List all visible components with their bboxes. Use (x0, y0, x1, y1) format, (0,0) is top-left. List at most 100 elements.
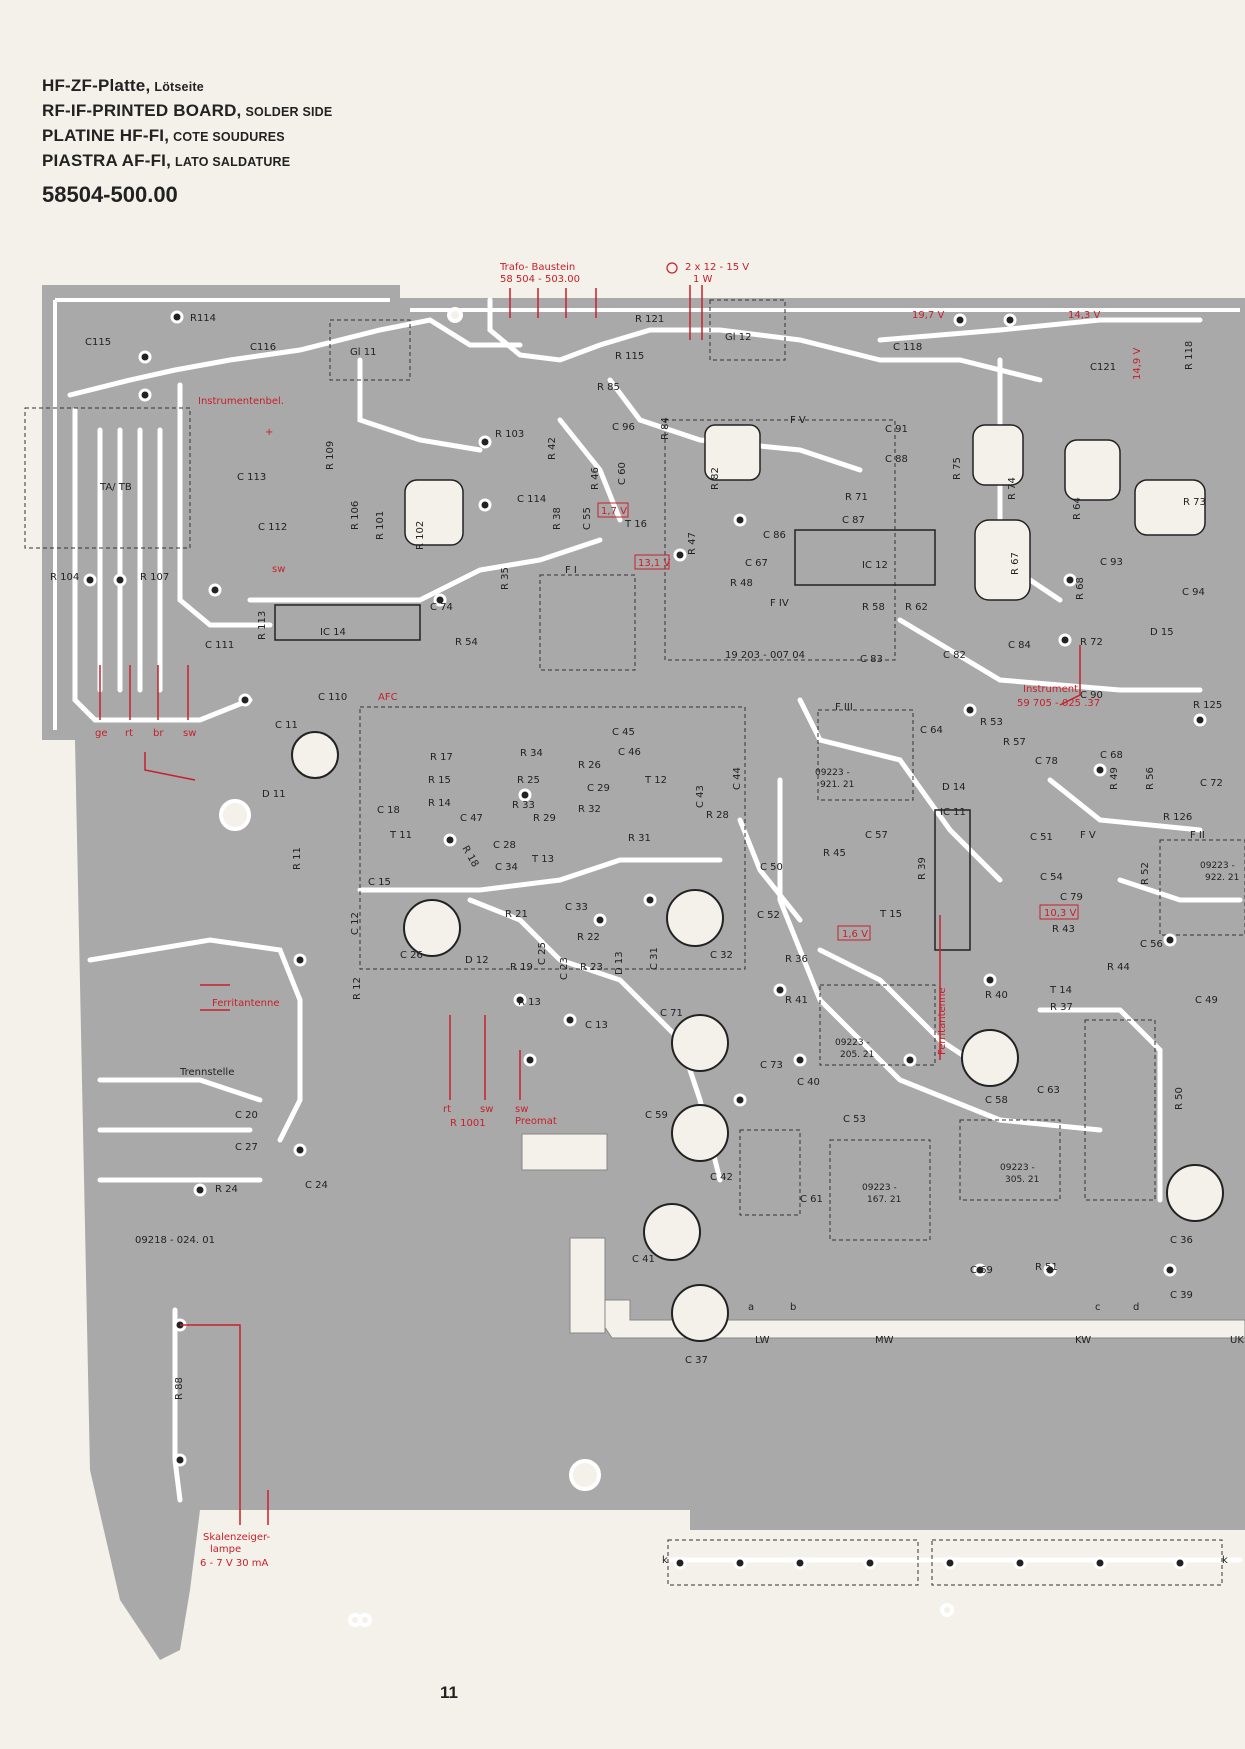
v131-box (634, 554, 670, 570)
label-c: c (1095, 1302, 1101, 1313)
label-r31: R 31 (628, 833, 651, 844)
label-uk: UK (1230, 1335, 1244, 1346)
label-r22: R 22 (577, 932, 600, 943)
label-r12: R 12 (352, 977, 363, 1000)
band-switch-slot (569, 1237, 606, 1334)
label-c12: C 12 (350, 912, 361, 935)
label-c114: C 114 (517, 494, 546, 505)
label-r62: R 62 (905, 602, 928, 613)
label-r26: R 26 (578, 760, 601, 771)
label-c45: C 45 (612, 727, 635, 738)
v16-label: 1,6 V (842, 929, 868, 940)
label-c18: C 18 (377, 805, 400, 816)
bottom-rt-label: rt (443, 1104, 451, 1115)
supply-symbol-icon (666, 262, 678, 274)
label-c32: C 32 (710, 950, 733, 961)
label-m09223-205: 09223 - (835, 1038, 870, 1048)
label-kw: KW (1075, 1335, 1091, 1346)
label-r19: R 19 (510, 962, 533, 973)
label-c44: C 44 (732, 767, 743, 790)
label-r41: R 41 (785, 995, 808, 1006)
ferritantenne-left-label: Ferritantenne (212, 998, 279, 1009)
label-c63: C 63 (1037, 1085, 1060, 1096)
red-annotations: Trafo- Baustein 58 504 - 503.00 2 x 12 -… (95, 262, 1143, 1569)
solder-pads (83, 310, 1207, 1570)
label-r44: R 44 (1107, 962, 1130, 973)
label-c24: C 24 (305, 1180, 328, 1191)
trafo-number: 58 504 - 503.00 (500, 274, 580, 285)
label-r125: R 125 (1193, 700, 1222, 711)
label-r106: R 106 (350, 501, 361, 530)
label-ic14: IC 14 (320, 627, 346, 638)
label-ic11: IC 11 (940, 807, 966, 818)
label-c67: C 67 (745, 558, 768, 569)
label-r58: R 58 (862, 602, 885, 613)
supply-voltage: 2 x 12 - 15 V (685, 262, 749, 273)
label-r74: R 74 (1007, 477, 1018, 500)
label-m09223-922: 09223 - (1200, 861, 1235, 871)
label-r13: R 13 (518, 997, 541, 1008)
title-line-2: RF-IF-PRINTED BOARD,SOLDER SIDE (42, 101, 333, 120)
label-d14: D 14 (942, 782, 966, 793)
label-r64: R 64 (1072, 497, 1083, 520)
label-c69: C 69 (970, 1265, 993, 1276)
label-c121: C121 (1090, 362, 1116, 373)
label-c87: C 87 (842, 515, 865, 526)
wire-ge-label: ge (95, 728, 108, 739)
label-c50: C 50 (760, 862, 783, 873)
label-r43: R 43 (1052, 924, 1075, 935)
label-c90: C 90 (1080, 690, 1103, 701)
label-fi: F I (565, 565, 577, 576)
label-c51: C 51 (1030, 832, 1053, 843)
traces (67, 297, 1243, 1563)
label-c53: C 53 (843, 1114, 866, 1125)
label-r39: R 39 (917, 857, 928, 880)
label-r52: R 52 (1140, 862, 1151, 885)
label-r11: R 11 (292, 847, 303, 870)
label-r82: R 82 (710, 467, 721, 490)
label-m09218: 09218 - 024. 01 (135, 1235, 215, 1246)
label-r68: R 68 (1075, 577, 1086, 600)
part-number: 58504-500.00 (42, 182, 178, 207)
label-c47: C 47 (460, 813, 483, 824)
label-r54: R 54 (455, 637, 478, 648)
label-r104: R 104 (50, 572, 79, 583)
label-r84: R 84 (660, 417, 671, 440)
label-c60: C 60 (617, 462, 628, 485)
skalenzeiger-label-3: 6 - 7 V 30 mA (200, 1558, 269, 1569)
label-r35: R 35 (500, 567, 511, 590)
label-r53: R 53 (980, 717, 1003, 728)
label-c79: C 79 (1060, 892, 1083, 903)
label-c23: C 23 (559, 957, 570, 980)
label-c33: C 33 (565, 902, 588, 913)
v143-label: 14,3 V (1068, 310, 1100, 321)
instrument-label: Instrument (1023, 684, 1078, 695)
label-b: b (790, 1302, 796, 1313)
label-r75: R 75 (952, 457, 963, 480)
label-r50: R 50 (1174, 1087, 1185, 1110)
label-c74: C 74 (430, 602, 453, 613)
label-r101: R 101 (375, 511, 386, 540)
label-m09223-167b: 167. 21 (867, 1195, 901, 1205)
label-r34: R 34 (520, 748, 543, 759)
label-r15: R 15 (428, 775, 451, 786)
trafo-title: Trafo- Baustein (499, 262, 575, 273)
skalenzeiger-label-2: lampe (210, 1544, 241, 1555)
label-c110: C 110 (318, 692, 347, 703)
label-r107: R 107 (140, 572, 169, 583)
label-t16: T 16 (624, 519, 647, 530)
label-c39: C 39 (1170, 1290, 1193, 1301)
label-d15: D 15 (1150, 627, 1174, 638)
label-r126: R 126 (1163, 812, 1192, 823)
label-c56: C 56 (1140, 939, 1163, 950)
label-c26: C 26 (400, 950, 423, 961)
label-c115: C115 (85, 337, 111, 348)
wire-arrows (99, 645, 1081, 1525)
label-m09223-921b: 921. 21 (820, 780, 854, 790)
label-c37: C 37 (685, 1355, 708, 1366)
v17-label: 1,7 V (601, 506, 627, 517)
label-c41: C 41 (632, 1254, 655, 1265)
label-r114: R114 (190, 313, 216, 324)
label-r56: R 56 (1145, 767, 1156, 790)
label-r32: R 32 (578, 804, 601, 815)
